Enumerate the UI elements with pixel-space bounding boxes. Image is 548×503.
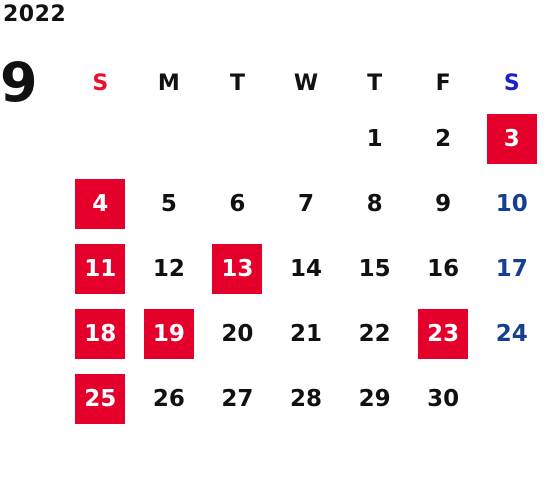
calendar-grid: S M T W T F S 1 2 3 4 5 6 7 8 9 10 11 12… (66, 60, 546, 431)
week-row-2: 4 5 6 7 8 9 10 (66, 171, 546, 236)
week-row-5: 25 26 27 28 29 30 (66, 366, 546, 431)
day-cell: 15 (358, 255, 391, 282)
day-cell: 27 (221, 385, 254, 412)
day-cell: 29 (358, 385, 391, 412)
day-cell: 9 (435, 190, 452, 217)
day-cell: 11 (75, 243, 126, 294)
empty-day-cell (212, 114, 262, 164)
weekday-sat: S (503, 70, 520, 96)
day-cell: 23 (418, 308, 469, 359)
weekday-header-row: S M T W T F S (66, 60, 546, 106)
week-row-3: 11 12 13 14 15 16 17 (66, 236, 546, 301)
day-cell: 16 (427, 255, 460, 282)
day-cell: 13 (212, 243, 263, 294)
weekday-sun: S (92, 70, 109, 96)
day-cell: 24 (495, 320, 528, 347)
day-cell: 10 (495, 190, 528, 217)
empty-day-cell (487, 374, 537, 424)
day-cell: 21 (290, 320, 323, 347)
weekday-mon: M (157, 70, 180, 96)
empty-day-cell (281, 114, 331, 164)
day-cell: 2 (435, 125, 452, 152)
day-cell: 8 (366, 190, 383, 217)
day-cell: 26 (152, 385, 185, 412)
day-cell: 1 (366, 125, 383, 152)
day-cell: 25 (75, 373, 126, 424)
day-cell: 30 (427, 385, 460, 412)
year-label: 2022 (3, 2, 67, 27)
day-cell: 20 (221, 320, 254, 347)
day-cell: 5 (160, 190, 177, 217)
day-cell: 7 (298, 190, 315, 217)
day-cell: 14 (290, 255, 323, 282)
day-cell: 6 (229, 190, 246, 217)
week-row-4: 18 19 20 21 22 23 24 (66, 301, 546, 366)
weekday-fri: F (435, 70, 451, 96)
empty-day-cell (144, 114, 194, 164)
day-cell: 22 (358, 320, 391, 347)
empty-day-cell (75, 114, 125, 164)
day-cell: 3 (486, 113, 537, 164)
weekday-thu: T (367, 70, 383, 96)
day-cell: 4 (75, 178, 126, 229)
week-row-1: 1 2 3 (66, 106, 546, 171)
day-cell: 17 (495, 255, 528, 282)
day-cell: 28 (290, 385, 323, 412)
day-cell: 19 (143, 308, 194, 359)
day-cell: 12 (152, 255, 185, 282)
day-cell: 18 (75, 308, 126, 359)
month-label: 9 (0, 51, 38, 114)
weekday-tue: T (229, 70, 245, 96)
weekday-wed: W (293, 70, 319, 96)
